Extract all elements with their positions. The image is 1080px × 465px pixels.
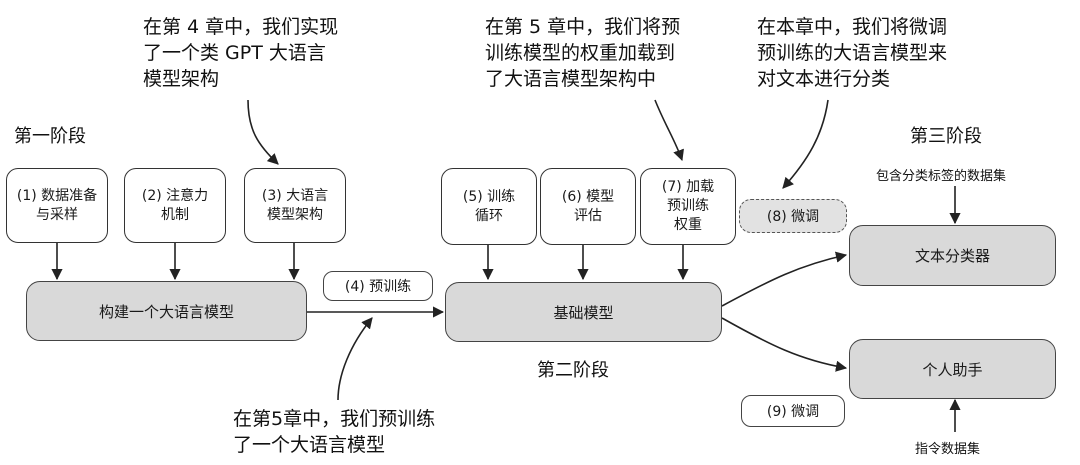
text-classifier-box: 文本分类器 <box>849 225 1056 286</box>
arrow-foundation-to-classifier <box>721 251 848 307</box>
callout-chapter5-pretrain-line2: 了一个大语言模型 <box>233 434 386 456</box>
step-training-loop: (5) 训练 循环 <box>441 168 537 245</box>
step-training-loop-line1: (5) 训练 <box>462 188 516 205</box>
callout-chapter5-load-line1: 在第 5 章中，我们将预 <box>485 16 681 38</box>
personal-assistant-box: 个人助手 <box>849 339 1056 399</box>
step-model-evaluation: (6) 模型 评估 <box>540 168 636 245</box>
callout-this-chapter-line3: 对文本进行分类 <box>757 68 891 90</box>
step-attention-mechanism-line2: 机制 <box>161 206 189 223</box>
step-attention-mechanism-line1: (2) 注意力 <box>141 187 209 204</box>
step-llm-architecture: (3) 大语言 模型架构 <box>244 168 346 243</box>
callout-this-chapter-line1: 在本章中，我们将微调 <box>757 16 948 38</box>
step-llm-architecture-line1: (3) 大语言 <box>261 187 329 204</box>
step-data-preparation-line1: (1) 数据准备 <box>16 187 98 204</box>
callout-arrow-ch5-load <box>654 99 684 162</box>
build-llm-box: 构建一个大语言模型 <box>26 281 307 341</box>
stage-one-label: 第一阶段 <box>14 126 86 147</box>
step-llm-architecture-line2: 模型架构 <box>267 206 323 223</box>
instruction-dataset-label: 指令数据集 <box>915 442 981 457</box>
step-model-evaluation-line2: 评估 <box>574 207 602 224</box>
callout-chapter5-load-line2: 训练模型的权重加载到 <box>485 42 676 64</box>
step-attention-mechanism: (2) 注意力 机制 <box>124 168 226 243</box>
step-data-preparation-line2: 与采样 <box>36 206 78 223</box>
foundation-model-box: 基础模型 <box>445 282 722 342</box>
step-load-pretrained-weights: (7) 加载 预训练 权重 <box>640 168 736 245</box>
callout-arrow-ch4 <box>247 99 279 165</box>
step-load-weights-line2: 预训练 <box>667 198 709 214</box>
callout-arrow-ch5-pretrain <box>337 317 373 401</box>
step-data-preparation: (1) 数据准备 与采样 <box>6 168 108 243</box>
callout-chapter5-pretrain-line1: 在第5章中，我们预训练 <box>233 408 436 430</box>
callout-chapter4-line2: 了一个类 GPT 大语言 <box>143 42 326 64</box>
callout-chapter5-load-line3: 了大语言模型架构中 <box>485 68 657 90</box>
callout-chapter4: 在第 4 章中，我们实现 了一个类 GPT 大语言 模型架构 <box>143 14 338 92</box>
callout-chapter5-pretrain: 在第5章中，我们预训练 了一个大语言模型 <box>233 406 435 458</box>
stage-three-label: 第三阶段 <box>910 126 982 147</box>
callout-this-chapter-line2: 预训练的大语言模型来 <box>757 42 948 64</box>
step-fine-tuning-classifier: (8) 微调 <box>739 199 847 233</box>
step-load-weights-line1: (7) 加载 <box>661 179 715 195</box>
callout-this-chapter: 在本章中，我们将微调 预训练的大语言模型来 对文本进行分类 <box>757 14 947 92</box>
arrow-foundation-to-assistant <box>721 317 848 372</box>
step-pretraining: (4) 预训练 <box>323 271 433 301</box>
callout-chapter5-load: 在第 5 章中，我们将预 训练模型的权重加载到 了大语言模型架构中 <box>485 14 680 92</box>
step-model-evaluation-line1: (6) 模型 <box>561 188 615 205</box>
callout-chapter4-line3: 模型架构 <box>143 68 220 90</box>
step-fine-tuning-assistant: (9) 微调 <box>741 395 845 427</box>
stage-two-label: 第二阶段 <box>537 360 609 381</box>
labeled-dataset-label: 包含分类标签的数据集 <box>876 169 1007 184</box>
callout-chapter4-line1: 在第 4 章中，我们实现 <box>143 16 339 38</box>
step-load-weights-line3: 权重 <box>674 217 702 233</box>
callout-arrow-this-chapter <box>782 99 829 189</box>
step-training-loop-line2: 循环 <box>475 207 503 224</box>
